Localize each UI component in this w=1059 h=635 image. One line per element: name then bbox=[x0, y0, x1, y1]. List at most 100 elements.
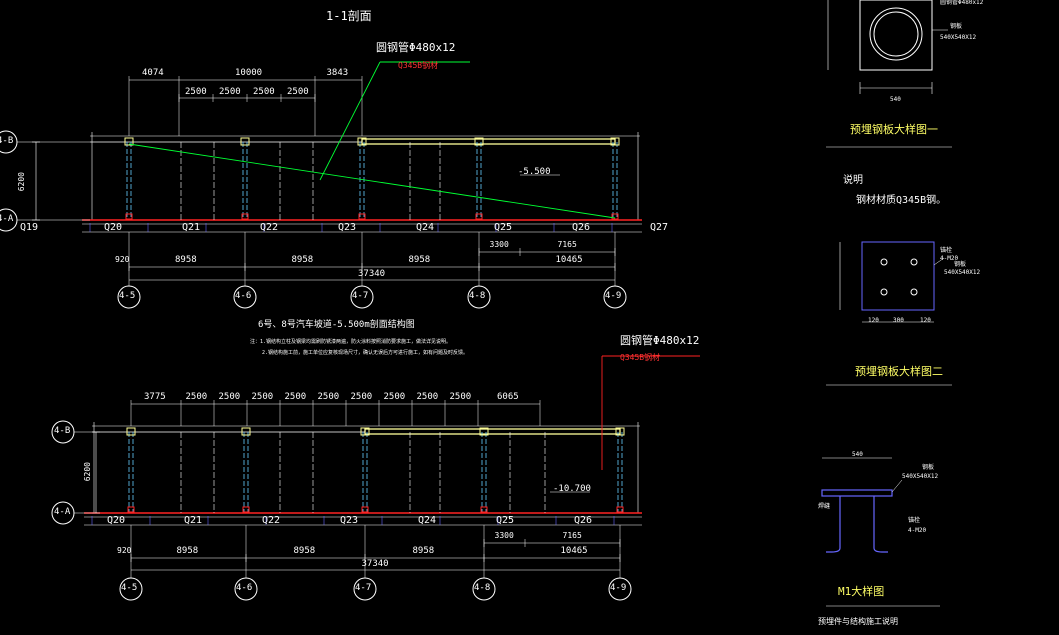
detail3-anchor-label: 锚栓 bbox=[908, 517, 921, 524]
top-dim-top-2: 3843 bbox=[326, 68, 349, 78]
bottom-column-base-3 bbox=[480, 506, 488, 513]
top-dim-sub-2: 2500 bbox=[253, 87, 275, 97]
bottom-dim-top-7: 2500 bbox=[383, 392, 406, 402]
d2-anchor-hole-1 bbox=[910, 258, 918, 266]
d1-pipe-inner bbox=[873, 11, 919, 57]
detail2-dim-1: 120 bbox=[868, 317, 879, 324]
top-dim-bottom-1: 8958 bbox=[175, 255, 197, 265]
top-member-Q26: Q26 bbox=[572, 222, 591, 233]
top-dim-right-1: 7165 bbox=[557, 240, 577, 249]
detail3-size-label: 540X540X12 bbox=[902, 473, 939, 480]
bottom-axis-label-4-6: 4-6 bbox=[236, 583, 253, 593]
d2-anchor-hole-3 bbox=[910, 288, 918, 296]
bottom-column-base-2 bbox=[361, 506, 369, 513]
section-top-pipe-label: 圆钢管Φ480x12 bbox=[376, 41, 456, 54]
d2-plate bbox=[861, 241, 935, 311]
top-dim-bottom-4: 10465 bbox=[555, 255, 583, 265]
bottom-column-base-0 bbox=[127, 506, 135, 513]
top-member-Q24: Q24 bbox=[416, 222, 435, 233]
top-axis-bubble-4-5 bbox=[117, 285, 141, 309]
bottom-axis-bubble-4-7 bbox=[353, 577, 377, 601]
bottom-row-label-4-B: 4-B bbox=[54, 426, 71, 436]
detail2-dim-3: 120 bbox=[920, 317, 931, 324]
bottom-dim-top-3: 2500 bbox=[251, 392, 274, 402]
section-bottom-height: 6200 bbox=[83, 462, 92, 482]
detail2-dim-2: 300 bbox=[893, 317, 904, 324]
bottom-axis-label-4-9: 4-9 bbox=[610, 583, 627, 593]
top-pipe-leader bbox=[319, 61, 381, 181]
bottom-member-Q21: Q21 bbox=[184, 515, 203, 526]
section-bottom-title: 6号、8号汽车坡道-5.500m剖面结构图 bbox=[258, 320, 415, 330]
top-column-cap-2 bbox=[357, 137, 367, 146]
top-dim-bottom-3: 8958 bbox=[408, 255, 431, 265]
section-bottom-pipe-material: Q345B钢材 bbox=[620, 353, 661, 362]
bottom-row-label-4-A: 4-A bbox=[54, 507, 71, 517]
top-axis-label-4-6: 4-6 bbox=[235, 291, 252, 301]
bottom-dim-top-4: 2500 bbox=[284, 392, 307, 402]
top-dim-bottom-2: 8958 bbox=[291, 255, 314, 265]
top-dim-sub-3: 2500 bbox=[287, 87, 309, 97]
d2-anchor-hole-2 bbox=[880, 288, 888, 296]
top-member-Q22: Q22 bbox=[260, 222, 279, 233]
bottom-dim-top-0: 3775 bbox=[144, 392, 166, 402]
top-column-cap-0 bbox=[124, 137, 134, 146]
d3-anchor-right bbox=[873, 496, 888, 553]
detail2-anchor-size: 4-M20 bbox=[940, 255, 959, 262]
bottom-dim-top-10: 6065 bbox=[497, 392, 519, 402]
top-member-Q19: Q19 bbox=[20, 222, 39, 233]
d2-anchor-hole-0 bbox=[880, 258, 888, 266]
bottom-column-base-4 bbox=[616, 506, 624, 513]
d3-anchor-left bbox=[826, 496, 841, 553]
bottom-column-base-1 bbox=[242, 506, 250, 513]
bottom-dim-total: 37340 bbox=[361, 559, 389, 569]
detail1-pipe-note: 圆钢管Φ480x12 bbox=[940, 0, 984, 6]
top-dim-total: 37340 bbox=[358, 269, 386, 279]
top-dim-sub-0: 2500 bbox=[185, 87, 207, 97]
detail3-title: M1大样图 bbox=[838, 585, 885, 598]
bottom-dim-bottom-1: 8958 bbox=[176, 546, 199, 556]
d1-pipe-outer bbox=[869, 7, 923, 61]
bottom-roof-beam bbox=[364, 428, 621, 435]
bottom-member-Q25: Q25 bbox=[496, 515, 515, 526]
bottom-member-Q24: Q24 bbox=[418, 515, 437, 526]
top-member-Q25: Q25 bbox=[494, 222, 513, 233]
detail1-size-label: 540X540X12 bbox=[940, 34, 977, 41]
detail2-title: 预埋钢板大样图二 bbox=[855, 365, 943, 378]
top-column-cap-4 bbox=[610, 137, 620, 146]
section-bottom-pipe-label: 圆钢管Φ480x12 bbox=[620, 334, 700, 347]
top-column-base-3 bbox=[475, 213, 483, 220]
bottom-column-cap-1 bbox=[241, 427, 251, 436]
bottom-column-cap-2 bbox=[360, 427, 370, 436]
section-bottom-note2: 2.钢结构施工前，施工单位应复核现场尺寸，确认无误后方可进行施工，如有问题及时反… bbox=[262, 350, 469, 356]
top-dim-top-0: 4074 bbox=[142, 68, 164, 78]
d3-leader bbox=[891, 479, 903, 493]
detail1-title: 预埋钢板大样图一 bbox=[850, 123, 938, 136]
bottom-column-cap-3 bbox=[479, 427, 489, 436]
d3-plate bbox=[821, 489, 893, 497]
top-dim-right-0: 3300 bbox=[489, 240, 509, 249]
detail3-dim-top: 540 bbox=[852, 451, 863, 458]
top-axis-bubble-4-9 bbox=[603, 285, 627, 309]
top-column-cap-3 bbox=[474, 137, 484, 146]
bottom-dim-top-1: 2500 bbox=[185, 392, 208, 402]
top-row-label-4-B: 4-B bbox=[0, 136, 14, 146]
top-member-Q20: Q20 bbox=[104, 222, 123, 233]
top-column-base-2 bbox=[358, 213, 366, 220]
top-member-Q21: Q21 bbox=[182, 222, 201, 233]
section-top-title: 1-1剖面 bbox=[326, 9, 372, 23]
top-row-label-4-A: 4-A bbox=[0, 214, 14, 224]
top-column-base-1 bbox=[241, 213, 249, 220]
top-column-cap-1 bbox=[240, 137, 250, 146]
bottom-dim-bottom-2: 8958 bbox=[293, 546, 316, 556]
top-dim-bottom-0: 920 bbox=[115, 255, 130, 264]
detail2-material-note: 钢材材质Q345B钢。 bbox=[856, 195, 947, 206]
top-axis-label-4-7: 4-7 bbox=[352, 291, 369, 301]
detail2-header: 说明 bbox=[843, 175, 863, 186]
detail3-anchor-size: 4-M20 bbox=[908, 527, 927, 534]
bottom-dim-bottom-0: 920 bbox=[117, 546, 132, 555]
bottom-dim-bottom-4: 10465 bbox=[560, 546, 588, 556]
top-axis-label-4-5: 4-5 bbox=[119, 291, 136, 301]
detail2-anchor-label: 锚栓 bbox=[940, 247, 953, 254]
top-member-Q27: Q27 bbox=[650, 222, 669, 233]
bottom-axis-label-4-8: 4-8 bbox=[474, 583, 491, 593]
